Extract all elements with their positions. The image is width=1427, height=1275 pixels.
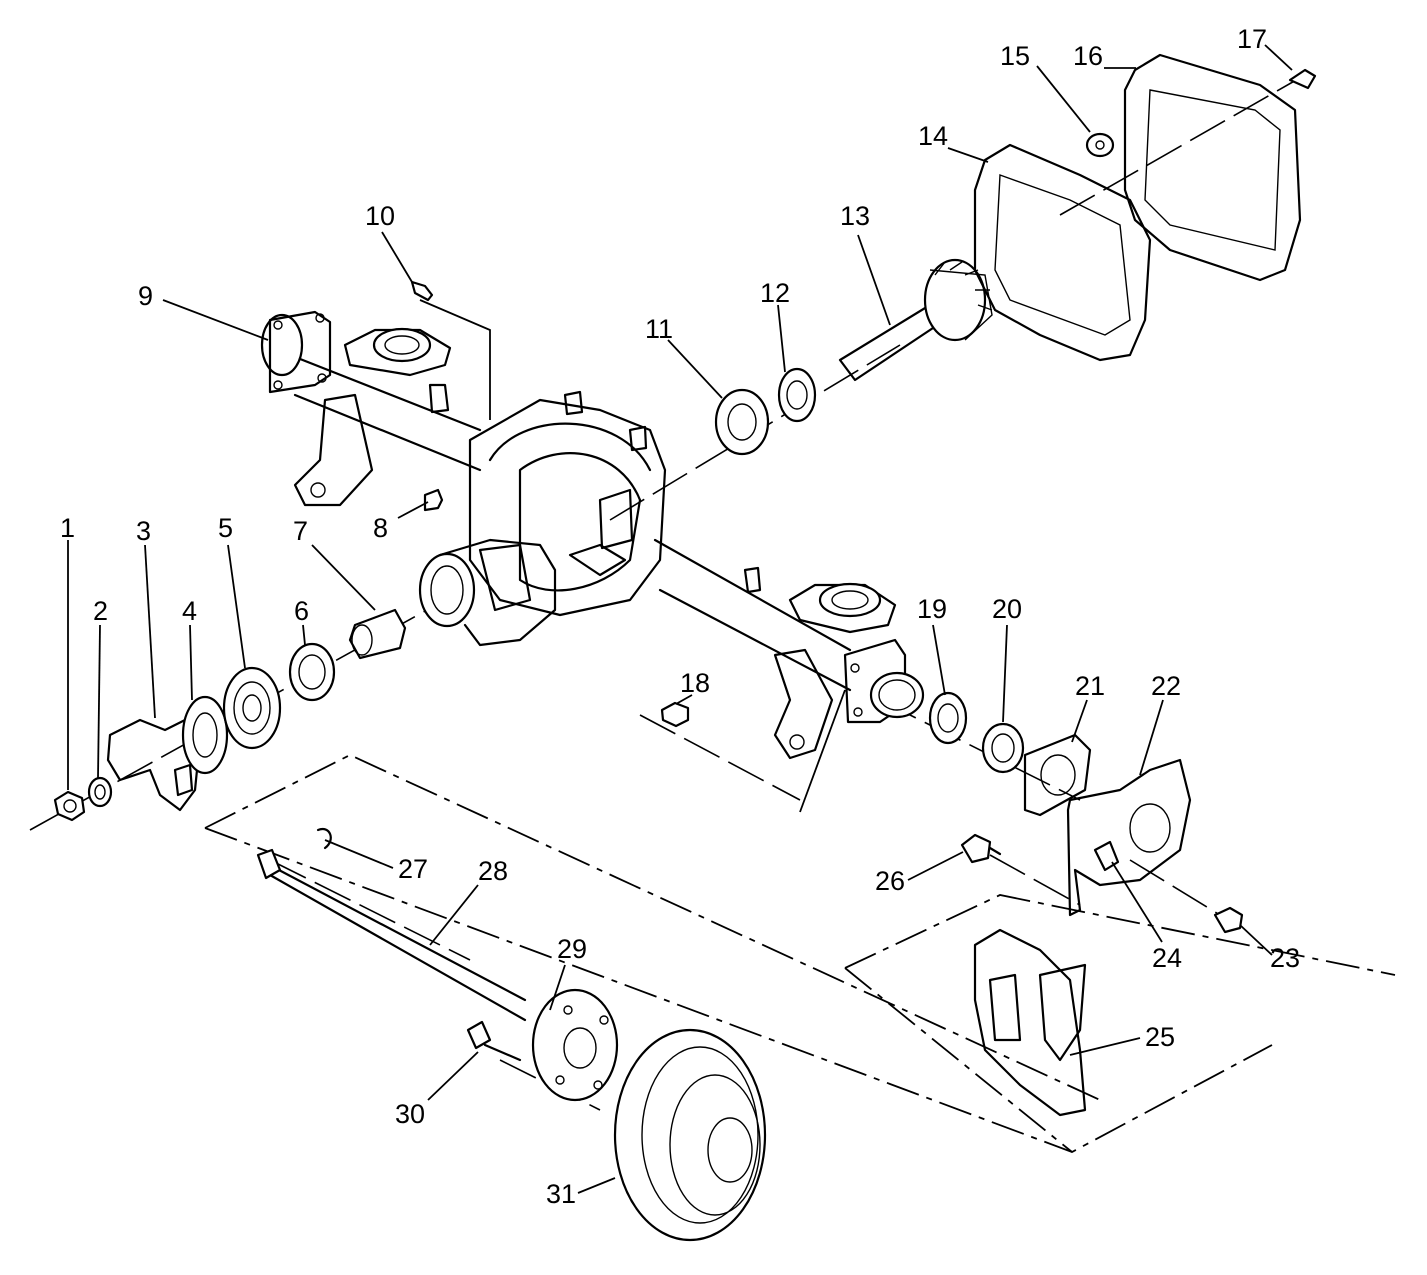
callout-20: 20 [992, 594, 1022, 624]
callout-4: 4 [182, 596, 197, 626]
callout-2: 2 [93, 596, 108, 626]
nut-part-18 [660, 701, 690, 728]
callout-23: 23 [1270, 943, 1300, 973]
callout-leaders [67, 44, 1293, 1194]
callout-16: 16 [1073, 41, 1103, 71]
callout-13: 13 [840, 201, 870, 231]
wheel-stud-part-30 [466, 1020, 522, 1062]
callout-8: 8 [373, 513, 388, 543]
bearing-part-12 [777, 367, 817, 423]
callout-18: 18 [680, 668, 710, 698]
callout-22: 22 [1151, 671, 1181, 701]
callout-28: 28 [478, 856, 508, 886]
gasket-part-21 [1023, 733, 1092, 817]
caliper-part-25 [973, 928, 1087, 1117]
plug-part-15 [1085, 132, 1115, 158]
callout-21: 21 [1075, 671, 1105, 701]
callout-7: 7 [293, 516, 308, 546]
callout-27: 27 [398, 854, 428, 884]
fill-plug-part-8 [423, 488, 444, 512]
pinion-nut-part-1 [53, 790, 86, 822]
bolt-part-23 [1213, 906, 1244, 934]
cover-part-16 [1123, 53, 1302, 282]
callout-5: 5 [218, 513, 233, 543]
callout-26: 26 [875, 866, 905, 896]
callout-24: 24 [1152, 943, 1182, 973]
bolt-part-26 [960, 833, 1002, 864]
callout-12: 12 [760, 278, 790, 308]
callout-29: 29 [557, 934, 587, 964]
pinion-bearing-part-6 [288, 642, 336, 702]
callout-31: 31 [546, 1179, 576, 1209]
seal-part-20 [981, 722, 1025, 774]
callout-labels: 1 2 3 4 5 6 7 8 9 10 11 12 13 14 15 16 1… [60, 24, 1300, 1209]
callout-19: 19 [917, 594, 947, 624]
callout-10: 10 [365, 201, 395, 231]
axle-shaft-part-28 [256, 848, 527, 1022]
callout-17: 17 [1237, 24, 1267, 54]
bearing-part-19 [928, 691, 968, 745]
pinion-seal-part-5 [222, 666, 282, 750]
callout-9: 9 [138, 281, 153, 311]
callout-11: 11 [645, 314, 673, 344]
callout-3: 3 [136, 516, 151, 546]
deflector-part-4 [181, 695, 229, 775]
axle-housing [260, 310, 925, 760]
callout-14: 14 [918, 121, 948, 151]
hub-flange-part-29 [531, 988, 619, 1102]
vent-part-10 [410, 280, 434, 302]
callout-1: 1 [60, 513, 75, 543]
brake-rotor-part-31 [613, 1028, 767, 1242]
backing-plate-part-22 [1066, 758, 1192, 917]
washer-part-2 [87, 776, 113, 808]
yoke-part-3 [106, 718, 202, 812]
clip-part-27 [316, 827, 332, 850]
ring-pinion-gear-part-13 [838, 258, 993, 382]
callout-25: 25 [1145, 1022, 1175, 1052]
callout-15: 15 [1000, 41, 1030, 71]
collapsible-spacer-part-7 [348, 608, 407, 660]
gasket-part-14 [973, 143, 1152, 362]
bolt-part-17 [1288, 68, 1317, 90]
assembly-axis-lines [29, 74, 1396, 1153]
callout-6: 6 [294, 596, 309, 626]
bearing-part-11 [714, 388, 770, 456]
callout-30: 30 [395, 1099, 425, 1129]
